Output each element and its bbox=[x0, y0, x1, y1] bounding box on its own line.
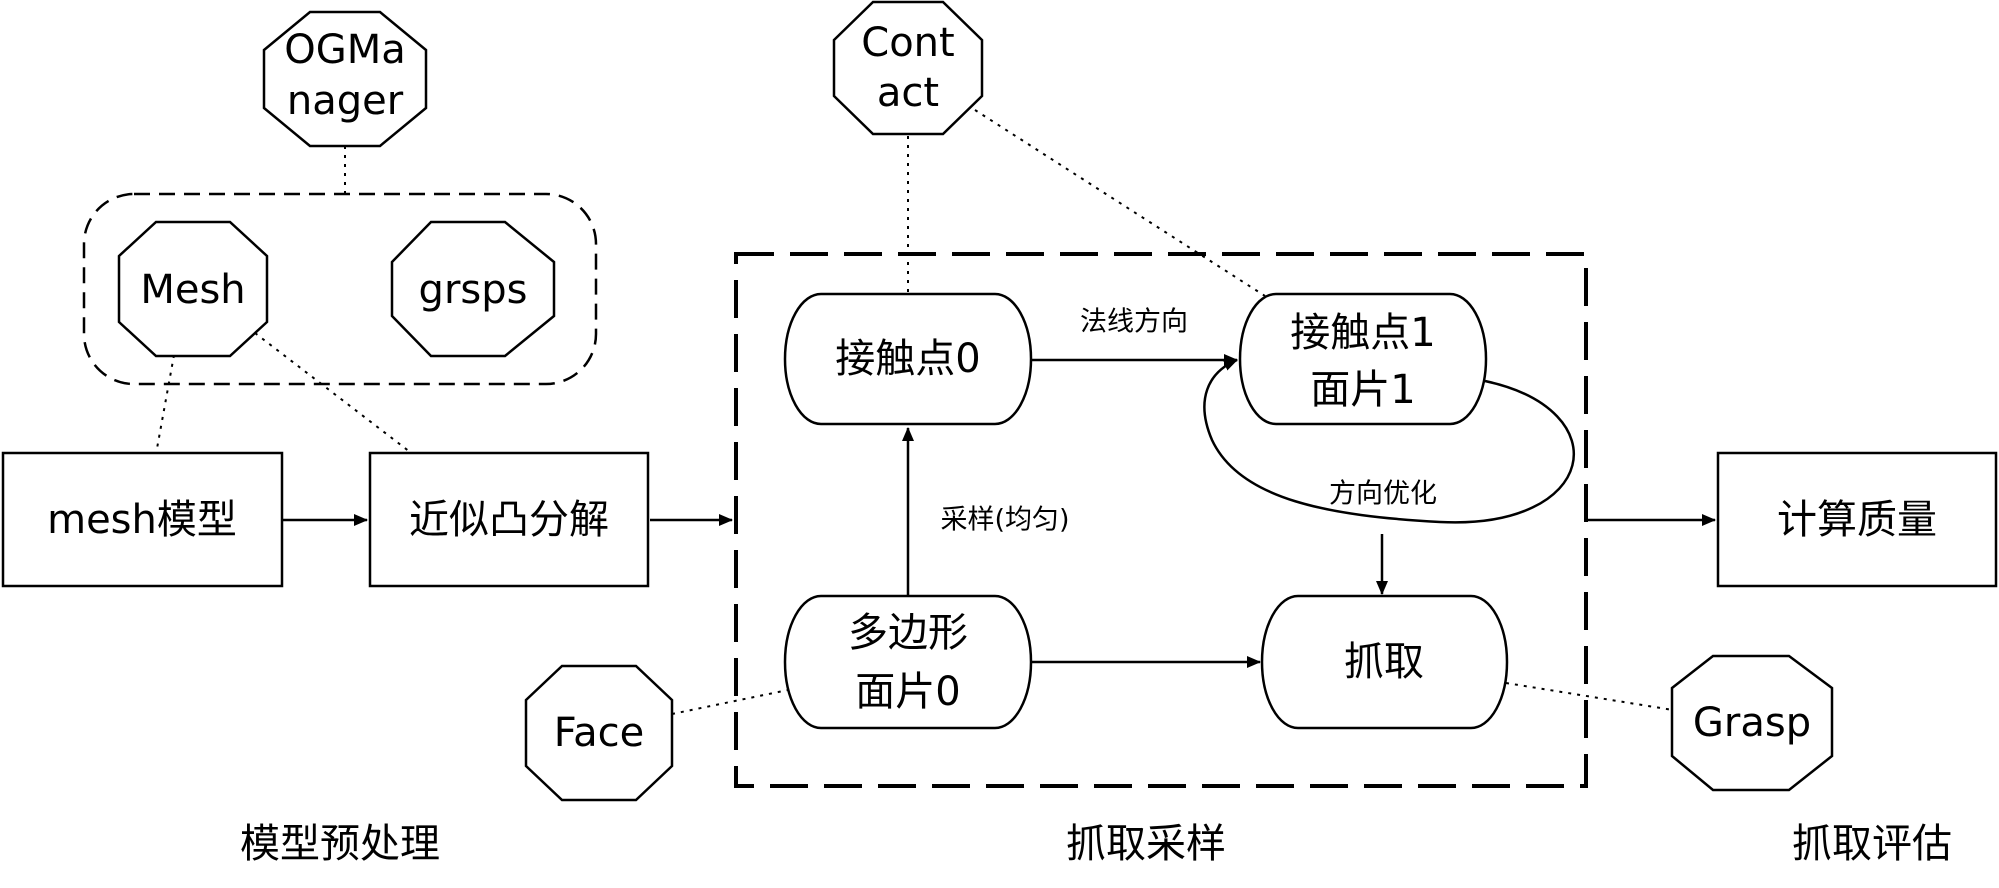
mesh-model-box: mesh模型 bbox=[1, 451, 284, 588]
mesh-octagon: Mesh bbox=[117, 220, 269, 358]
edge-label-sampling-uniform: 采样(均匀) bbox=[940, 505, 1069, 536]
polygon-face-0-node: 多边形 面片0 bbox=[783, 594, 1033, 730]
caption-grasp-sampling: 抓取采样 bbox=[1066, 821, 1226, 867]
grasp-label: Grasp bbox=[1693, 700, 1811, 746]
grasp-node-label: 抓取 bbox=[1344, 639, 1424, 685]
grasp-node-to-grasp-link bbox=[1505, 682, 1674, 711]
contact-point-1-label-line-1: 接触点1 bbox=[1290, 310, 1435, 356]
contact-label-line-2: act bbox=[877, 70, 939, 116]
polygon-face-0-label-line-1: 多边形 bbox=[848, 610, 968, 656]
contact-label-line-1: Cont bbox=[861, 20, 954, 66]
compute-quality-label: 计算质量 bbox=[1777, 497, 1937, 543]
contact-point-1-node: 接触点1 面片1 bbox=[1238, 292, 1488, 426]
polygon-face-0-label-line-2: 面片0 bbox=[855, 669, 960, 715]
og-manager-group-border bbox=[82, 192, 598, 386]
convex-decomposition-label: 近似凸分解 bbox=[409, 497, 609, 543]
edge-label-normal-direction: 法线方向 bbox=[1080, 307, 1188, 338]
grasp-octagon: Grasp bbox=[1670, 654, 1834, 792]
grsps-label: grsps bbox=[419, 267, 528, 313]
face-label: Face bbox=[554, 710, 644, 756]
face-to-polygon-face-0-link bbox=[671, 689, 789, 715]
arrow-direction-optimization-loop bbox=[1203, 358, 1575, 524]
og-manager-octagon: OGMa nager bbox=[262, 10, 428, 148]
compute-quality-box: 计算质量 bbox=[1716, 451, 1998, 588]
contact-point-1-label-line-2: 面片1 bbox=[1310, 367, 1415, 413]
caption-preprocessing: 模型预处理 bbox=[240, 821, 440, 867]
contact-point-0-node: 接触点0 bbox=[783, 292, 1033, 426]
mesh-label: Mesh bbox=[140, 267, 245, 313]
convex-decomposition-box: 近似凸分解 bbox=[368, 451, 650, 588]
mesh-to-decomposition-link bbox=[254, 332, 411, 453]
caption-grasp-evaluation: 抓取评估 bbox=[1792, 821, 1952, 867]
edge-label-direction-optimization: 方向优化 bbox=[1329, 479, 1437, 510]
mesh-model-label: mesh模型 bbox=[47, 497, 237, 543]
contact-point-0-label: 接触点0 bbox=[835, 336, 980, 382]
contact-to-contact-point-1-link bbox=[974, 109, 1266, 297]
og-manager-label-line-2: nager bbox=[287, 78, 404, 124]
grasp-node: 抓取 bbox=[1260, 594, 1509, 730]
face-octagon: Face bbox=[524, 664, 674, 802]
mesh-to-mesh-model-link bbox=[155, 354, 175, 455]
og-manager-label-line-1: OGMa bbox=[284, 27, 406, 73]
contact-octagon: Cont act bbox=[832, 0, 984, 136]
grsps-octagon: grsps bbox=[390, 220, 556, 358]
dotted-associations bbox=[155, 109, 1674, 715]
arrows bbox=[283, 354, 1716, 668]
